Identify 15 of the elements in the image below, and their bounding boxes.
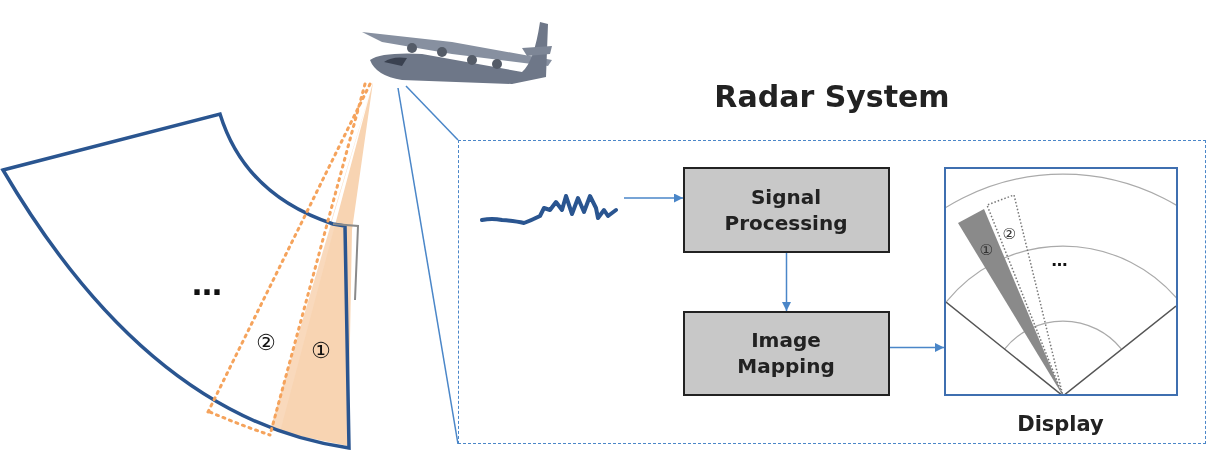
projection-line bbox=[405, 85, 459, 141]
arrow bbox=[623, 193, 684, 203]
beam-number: ② bbox=[256, 332, 276, 354]
ellipsis: … bbox=[192, 270, 222, 300]
ellipsis: … bbox=[1051, 252, 1068, 269]
arrow bbox=[782, 252, 791, 312]
arrow bbox=[889, 343, 945, 352]
beam-number: ① bbox=[979, 242, 993, 258]
beam-number: ② bbox=[1002, 226, 1016, 242]
panel-title: Radar System bbox=[713, 79, 951, 114]
process-box: Signal Processing bbox=[682, 166, 890, 253]
process-box: Image Mapping bbox=[682, 310, 890, 396]
beam-number: ① bbox=[311, 340, 331, 362]
display-caption: Display bbox=[1016, 411, 1105, 436]
projection-line bbox=[397, 87, 459, 445]
